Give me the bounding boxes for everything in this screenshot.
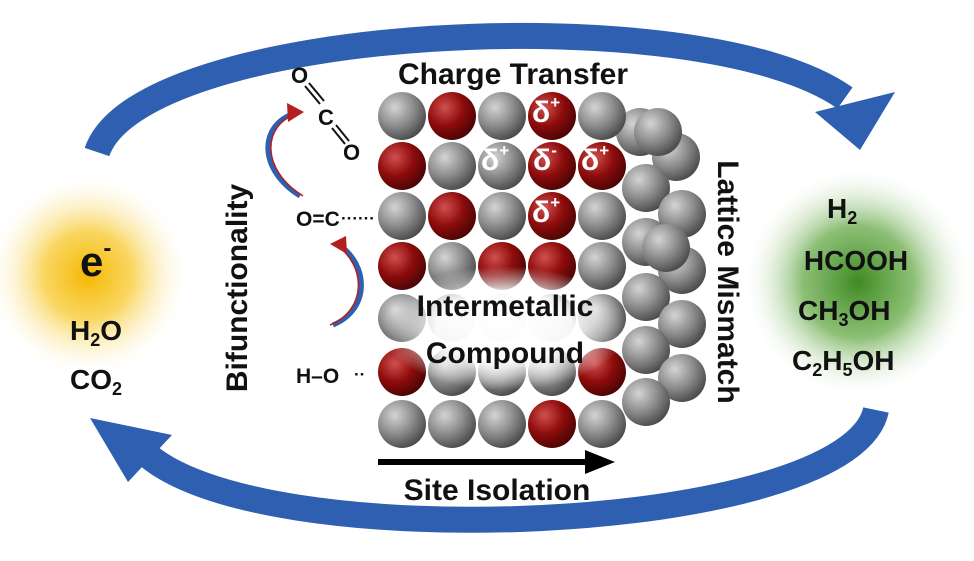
back-atom	[622, 273, 670, 321]
charge-transfer-label: Charge Transfer	[398, 58, 628, 91]
gray-atom	[478, 142, 526, 190]
product-glow	[746, 170, 970, 394]
back-atom	[658, 300, 706, 348]
back-atom	[622, 378, 670, 426]
top-cycle-arrow	[84, 22, 853, 158]
red-atom	[578, 142, 626, 190]
gray-atom	[378, 192, 426, 240]
compound-highlight	[380, 266, 628, 390]
h2-label: H2	[827, 193, 857, 228]
gray-atom	[428, 400, 476, 448]
charge-labels: δ+ δ+ δ- δ+ δ+	[481, 93, 609, 229]
site-isolation-label: Site Isolation	[404, 474, 591, 507]
red-atom	[528, 400, 576, 448]
products-group: H2 HCOOH CH3OH C2H5OH	[792, 193, 908, 380]
delta-plus-left: δ+	[481, 141, 509, 177]
red-atom	[428, 192, 476, 240]
electron-label: e-	[80, 235, 111, 285]
co2-molecule: O C O	[291, 63, 360, 165]
gray-atom	[478, 192, 526, 240]
delta-plus-right: δ+	[581, 141, 609, 177]
delta-plus-bottom: δ+	[532, 193, 560, 229]
gray-atom	[378, 400, 426, 448]
bottom-cycle-arrow	[132, 405, 889, 533]
red-atom	[378, 242, 426, 290]
water-label: H2O	[70, 315, 122, 350]
site-isolation-arrowhead	[585, 450, 615, 474]
ethanol-label: C2H5OH	[792, 345, 895, 380]
gray-atom	[428, 142, 476, 190]
red-atom	[528, 92, 576, 140]
red-atom	[528, 192, 576, 240]
lattice-mismatch-label: Lattice Mismatch	[711, 160, 744, 403]
bottom-cycle-arrowhead	[90, 418, 172, 482]
curved-arrow-upper	[265, 110, 302, 199]
gray-atom	[578, 192, 626, 240]
co2-label: CO2	[70, 364, 122, 399]
reactants-group: e- H2O CO2	[70, 235, 122, 399]
ho-bond-dots: ··	[354, 365, 365, 384]
formic-acid-label: HCOOH	[804, 245, 908, 276]
red-atom	[378, 142, 426, 190]
gray-atom	[578, 242, 626, 290]
curved-arrow-lower-head	[330, 236, 347, 254]
co2-oxygen-1: O	[291, 63, 308, 88]
gray-atom	[578, 400, 626, 448]
co2-oxygen-2: O	[343, 140, 360, 165]
methanol-label: CH3OH	[798, 295, 890, 330]
curved-arrow-lower	[331, 241, 364, 328]
delta-minus-center: δ-	[533, 141, 557, 177]
back-atom	[658, 354, 706, 402]
ho-adsorbate: H–O	[296, 365, 339, 388]
top-cycle-arrowhead	[815, 92, 895, 150]
gray-atom	[478, 92, 526, 140]
co-bond-dots: ······	[341, 209, 375, 228]
bifunctionality-label: Bifunctionality	[221, 184, 254, 393]
back-atom	[642, 224, 690, 272]
back-atom	[622, 326, 670, 374]
back-atom	[634, 108, 682, 156]
co2-carbon: C	[318, 105, 334, 130]
reactant-glow	[0, 177, 186, 373]
back-atom	[622, 164, 670, 212]
gray-atom	[378, 92, 426, 140]
red-atom	[528, 142, 576, 190]
co-adsorbate: O=C	[296, 208, 340, 231]
gray-atom	[478, 400, 526, 448]
delta-plus-top: δ+	[532, 93, 560, 129]
gray-atom	[578, 92, 626, 140]
red-atom	[428, 92, 476, 140]
curved-arrow-upper-head	[287, 103, 304, 122]
compound-label-line1: Intermetallic	[417, 290, 594, 323]
compound-label-line2: Compound	[426, 337, 584, 370]
